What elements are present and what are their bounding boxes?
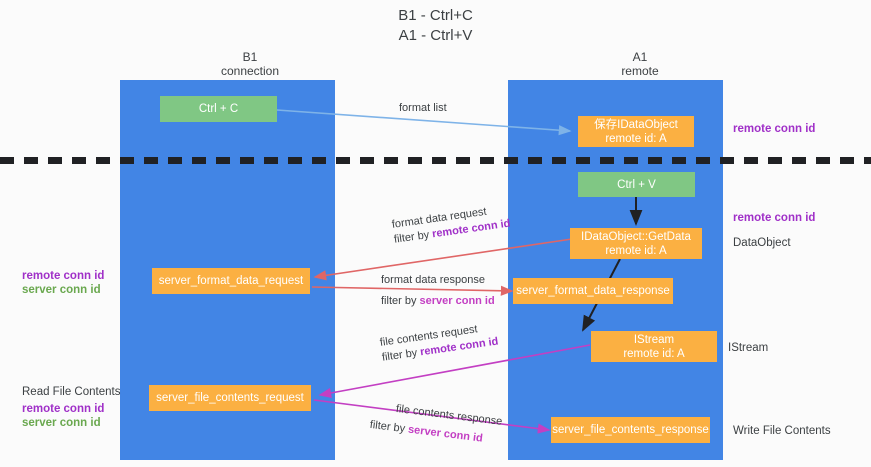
- connector-file-contents-request: [318, 344, 591, 398]
- edge-label-format-list-text: format list: [399, 102, 447, 114]
- column-header-a1-role: remote: [621, 64, 659, 78]
- connector-format-data-response: [311, 285, 514, 296]
- column-header-a1: A1 remote: [540, 50, 740, 78]
- note-left-server-conn-id-bot: server conn id: [22, 417, 101, 429]
- box-ctrl-c[interactable]: Ctrl + C: [160, 96, 277, 122]
- connector-format-data-request: [313, 238, 573, 281]
- box-istream-line2: remote id: A: [623, 347, 685, 360]
- connector-format-list: [276, 109, 572, 136]
- edge-label-fcreq-filter-prefix: filter by: [381, 346, 422, 364]
- edge-label-format-data-response-filter: filter by server conn id: [381, 288, 495, 309]
- note-left-server-conn-id-mid: server conn id: [22, 284, 101, 296]
- box-server-format-data-request-label: server_format_data_request: [158, 275, 304, 287]
- note-right-remote-conn-id-mid: remote conn id: [733, 212, 816, 224]
- title-line-2: A1 - Ctrl+V: [398, 27, 473, 44]
- box-idataobject-getdata-line1: IDataObject::GetData: [581, 230, 691, 243]
- edge-label-format-data-response: format data response filter by server co…: [381, 273, 495, 309]
- box-idataobject-getdata[interactable]: IDataObject::GetData remote id: A: [570, 228, 702, 259]
- box-server-file-contents-request-label: server_file_contents_request: [156, 392, 304, 404]
- edge-label-fcres-filter-prefix: filter by: [369, 418, 409, 436]
- title-line-1: B1 - Ctrl+C: [398, 7, 473, 24]
- connector-file-contents-response: [313, 399, 551, 434]
- column-header-b1: B1 connection: [150, 50, 350, 78]
- note-right-istream: IStream: [728, 342, 769, 354]
- note-left-remote-conn-id-mid: remote conn id: [22, 270, 105, 282]
- box-istream-line1: IStream: [633, 333, 675, 346]
- box-server-file-contents-response[interactable]: server_file_contents_response: [551, 417, 710, 443]
- box-save-idataobject[interactable]: 保存IDataObject remote id: A: [578, 116, 694, 147]
- box-server-file-contents-response-label: server_file_contents_response: [552, 424, 709, 436]
- box-server-format-data-request[interactable]: server_format_data_request: [152, 268, 310, 294]
- note-left-remote-conn-id-bot: remote conn id: [22, 403, 105, 415]
- box-istream[interactable]: IStream remote id: A: [591, 331, 717, 362]
- box-server-format-data-response[interactable]: server_format_data_response: [513, 278, 673, 304]
- box-ctrl-v-label: Ctrl + V: [617, 178, 656, 191]
- box-save-idataobject-line1: 保存IDataObject: [594, 118, 678, 131]
- note-right-dataobject: DataObject: [733, 237, 791, 249]
- edge-label-format-data-response-text: format data response: [381, 274, 485, 286]
- edge-label-format-list: format list: [399, 101, 447, 116]
- edge-label-fdres-filter-prefix: filter by: [381, 295, 420, 307]
- column-header-b1-role: connection: [220, 64, 280, 78]
- box-ctrl-c-label: Ctrl + C: [198, 103, 239, 115]
- edge-label-fdreq-filter-prefix: filter by: [393, 228, 434, 246]
- box-save-idataobject-line2: remote id: A: [605, 132, 667, 145]
- phase-divider: [0, 157, 871, 164]
- box-idataobject-getdata-line2: remote id: A: [605, 244, 667, 257]
- note-left-read-file-contents: Read File Contents: [22, 386, 121, 398]
- box-server-file-contents-request[interactable]: server_file_contents_request: [149, 385, 311, 411]
- column-header-a1-name: A1: [632, 50, 648, 64]
- diagram-title: B1 - Ctrl+C A1 - Ctrl+V: [0, 6, 871, 46]
- box-ctrl-v[interactable]: Ctrl + V: [578, 172, 695, 197]
- note-right-remote-conn-id-top: remote conn id: [733, 123, 816, 135]
- note-right-write-file-contents: Write File Contents: [733, 425, 831, 437]
- box-server-format-data-response-label: server_format_data_response: [516, 285, 670, 297]
- edge-label-fdres-filter-key: server conn id: [419, 295, 495, 307]
- column-header-b1-name: B1: [242, 50, 258, 64]
